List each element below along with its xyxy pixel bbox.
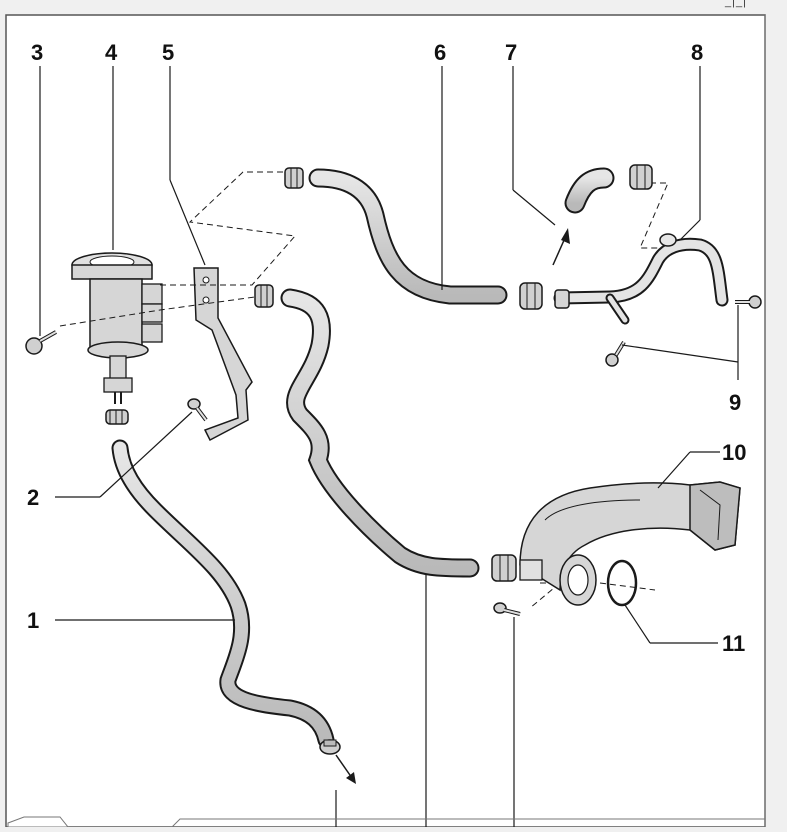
callout-5: 5 xyxy=(162,40,174,65)
pipe-8 xyxy=(553,233,729,325)
o-ring-11 xyxy=(606,559,638,607)
leader-lines xyxy=(39,66,739,827)
callout-6: 6 xyxy=(434,40,446,65)
callout-3: 3 xyxy=(31,40,43,65)
exploded-parts-diagram: 3 4 5 6 7 8 9 10 2 1 11 xyxy=(5,14,766,828)
callout-2: 2 xyxy=(27,485,39,510)
page-indicator: _|_| xyxy=(725,0,747,8)
callout-1: 1 xyxy=(27,608,39,633)
diagram-panel xyxy=(5,14,766,828)
hose-connector-top xyxy=(105,409,129,425)
callout-10: 10 xyxy=(722,440,746,465)
bolt-9a xyxy=(735,295,762,309)
hose-1 xyxy=(111,439,335,749)
diagram-canvas: 3 4 5 6 7 8 9 10 2 1 11 xyxy=(0,14,787,828)
callout-8: 8 xyxy=(691,40,703,65)
hose-clamp-middle-top xyxy=(254,284,274,308)
hose-long-middle xyxy=(280,288,480,578)
hose-clip-lower xyxy=(319,739,341,755)
hose-clamp-6a xyxy=(284,167,304,189)
callout-4: 4 xyxy=(105,40,118,65)
hose-clamp-middle-bottom xyxy=(491,554,517,582)
callout-7: 7 xyxy=(505,40,517,65)
callout-11: 11 xyxy=(722,631,745,656)
page-corner-tab xyxy=(7,816,765,828)
flow-arrow-lower xyxy=(335,754,356,784)
bolt-3 xyxy=(25,330,57,355)
hose-clamp-7 xyxy=(629,164,653,190)
screw-lower-right xyxy=(493,602,521,616)
viewer-toolbar: _|_| xyxy=(0,0,787,14)
bolt-9b xyxy=(605,340,626,367)
valve-4 xyxy=(71,252,163,404)
elbow-hose-7 xyxy=(564,167,615,214)
callout-9: 9 xyxy=(729,390,741,415)
bracket-5 xyxy=(193,267,253,442)
flow-arrow-upper xyxy=(552,228,570,266)
screw-2 xyxy=(187,398,208,422)
hose-6 xyxy=(308,168,508,305)
intake-duct-10 xyxy=(519,481,741,606)
hose-clamp-6b xyxy=(519,282,543,310)
callout-labels: 3 4 5 6 7 8 9 10 2 1 11 xyxy=(27,40,746,656)
